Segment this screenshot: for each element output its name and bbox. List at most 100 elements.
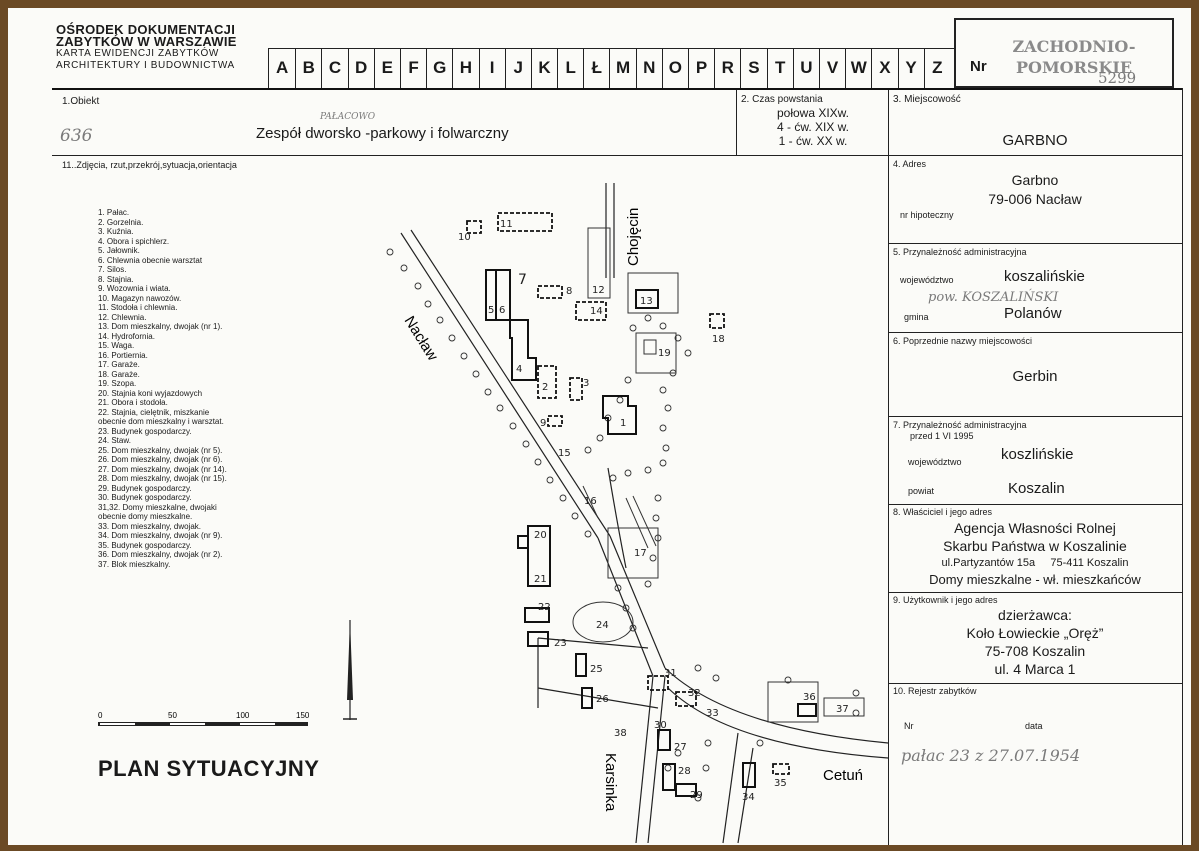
bldg-label-28: 28 — [678, 766, 691, 777]
register-nr-label: Nr — [904, 721, 914, 731]
user-line-1: dzierżawca: — [998, 607, 1072, 623]
owner-zip: 75-411 Koszalin — [1050, 557, 1129, 569]
bldg-label-21: 21 — [534, 574, 547, 585]
site-plan-map: Chojęcin Nacław Karsinka Cetuń 1 2 3 4 5… — [386, 183, 888, 844]
index-letter: F — [399, 48, 426, 88]
legend-item: 15. Waga. — [98, 341, 135, 350]
index-letter: N — [635, 48, 662, 88]
register-date-label: data — [1025, 721, 1043, 731]
index-letter: L — [557, 48, 583, 88]
register-hand-entry: pałac 23 z 27.07.1954 — [901, 746, 1081, 765]
bldg-label-11: 11 — [500, 219, 513, 230]
bldg-label-3: 3 — [583, 378, 589, 389]
bldg-label-24: 24 — [596, 620, 609, 631]
index-letter: O — [661, 48, 688, 88]
admin-before-powiat-label: powiat — [908, 486, 935, 496]
user-line-2: Koło Łowieckie „Oręż” — [966, 625, 1104, 641]
admin-before-voivodeship-label: województwo — [908, 457, 962, 467]
bldg-label-29: 29 — [690, 790, 703, 801]
admin-before-sub: przed 1 VI 1995 — [910, 431, 974, 441]
organization-header: OŚRODEK DOKUMENTACJI ZABYTKÓW W WARSZAWI… — [56, 23, 266, 72]
gmina-value: Polanów — [1004, 305, 1062, 322]
bldg-label-2: 2 — [542, 382, 548, 393]
legend-item: 12. Chlewnia. — [98, 312, 147, 322]
previous-names-value: Gerbin — [1012, 368, 1058, 385]
object-hand-prefix: PAŁACOWO — [320, 112, 376, 122]
bldg-label-33: 33 — [706, 708, 719, 719]
index-letter: J — [504, 48, 531, 88]
region-stamp: ZACHODNIO- POMORSKIE — [1011, 36, 1137, 82]
scale-tick-0: 0 — [98, 711, 103, 720]
user-block: dzierżawca: Koło Łowieckie „Oręż” 75-708… — [888, 606, 1182, 678]
road-label-cetun: Cetuń — [823, 767, 863, 784]
bldg-label-26: 26 — [596, 694, 609, 705]
address-block: Garbno 79-006 Nacław — [888, 171, 1182, 209]
bldg-label-27: 27 — [674, 742, 687, 753]
register-label: 10. Rejestr zabytków — [893, 686, 977, 696]
user-label: 9. Użytkownik i jego adres — [893, 595, 998, 605]
bldg-label-18: 18 — [712, 334, 725, 345]
admin-before-label: 7. Przynależność administracyjna — [893, 420, 1027, 430]
bldg-label-38: 38 — [614, 728, 627, 739]
index-letter: G — [426, 48, 452, 88]
legend-item: 37. Blok mieszkalny. — [98, 559, 171, 569]
bldg-label-12: 12 — [592, 285, 605, 296]
period-line-3: 1 - ćw. XX w. — [778, 134, 848, 148]
legend-item: 30. Budynek gospodarczy. — [98, 493, 192, 502]
org-line-4: ARCHITEKTURY I BUDOWNICTWA — [56, 60, 235, 71]
stamp-line-2: POMORSKIE — [1015, 58, 1133, 77]
legend-item: 36. Dom mieszkalny, dwojak (nr 2). — [98, 550, 223, 559]
index-letter: S — [740, 48, 766, 88]
legend-item: 27. Dom mieszkalny, dwojak (nr 14). — [98, 464, 227, 474]
legend-item: 25. Dom mieszkalny, dwojak (nr 5). — [98, 445, 223, 455]
legend-item: obecnie dom mieszkalny i warsztat. — [98, 417, 224, 426]
owner-line-3: ul.Partyzantów 15a 75-411 Koszalin — [888, 555, 1182, 571]
bldg-label-14: 14 — [590, 306, 603, 317]
legend-item: 35. Budynek gospodarczy. — [98, 540, 192, 550]
road-label-chojecin: Chojęcin — [625, 208, 642, 266]
legend-item: 1. Pałac. — [98, 208, 130, 217]
legend-item: 11. Stodoła i chlewnia. — [98, 303, 178, 312]
legend-item: 20. Stajnia koni wyjazdowych — [98, 388, 203, 398]
nr-label: Nr — [970, 58, 987, 75]
photos-label: 11..Zdjęcia, rzut,przekrój,sytuacja,orie… — [62, 160, 237, 170]
gmina-label: gmina — [904, 312, 929, 322]
bldg-label-6: 6 — [499, 305, 505, 316]
index-letter: P — [688, 48, 714, 88]
legend-item: 31,32. Domy mieszkalne, dwojaki — [98, 502, 217, 512]
legend-item: 9. Wozownia i wiata. — [98, 284, 171, 293]
scale-tick-50: 50 — [168, 711, 177, 720]
index-letter: K — [530, 48, 557, 88]
legend-item: 5. Jałownik. — [98, 246, 140, 255]
owner-line-1: Agencja Własności Rolnej — [954, 520, 1116, 536]
scale-tick-100: 100 — [236, 711, 250, 720]
admin-label: 5. Przynależność administracyjna — [893, 247, 1027, 257]
powiat-hand: pow. KOSZALIŃSKI — [928, 290, 1059, 305]
index-letter: Z — [923, 48, 950, 88]
scale-bar: 0 50 100 150 — [98, 711, 310, 726]
bldg-label-17: 17 — [634, 548, 647, 559]
legend-item: 4. Obora i spichlerz. — [98, 236, 170, 246]
index-letter: Ł — [583, 48, 609, 88]
road-label-karsinka: Karsinka — [602, 753, 619, 812]
bldg-label-31: 31 — [664, 668, 677, 679]
legend-item: 17. Garaże. — [98, 360, 140, 369]
legend-item: 26. Dom mieszkalny, dwojak (nr 6). — [98, 455, 223, 464]
legend-item: 24. Staw. — [98, 436, 131, 445]
legend-item: 33. Dom mieszkalny, dwojak. — [98, 521, 201, 531]
org-line-2: ZABYTKÓW W WARSZAWIE — [56, 34, 237, 49]
locality-value: GARBNO — [1002, 132, 1068, 149]
org-line-3: KARTA EWIDENCJI ZABYTKÓW — [56, 48, 219, 59]
bldg-label-25: 25 — [590, 664, 603, 675]
voivodeship-label: województwo — [900, 275, 954, 285]
legend-item: 10. Magazyn nawozów. — [98, 293, 182, 303]
address-line-2: 79-006 Nacław — [988, 191, 1082, 207]
bldg-label-19: 19 — [658, 348, 671, 359]
index-letter: Y — [897, 48, 924, 88]
bldg-label-4: 4 — [516, 364, 522, 375]
legend-item: 3. Kuźnia. — [98, 227, 134, 236]
index-letter: A — [275, 58, 289, 77]
locality-label: 3. Miejscowość — [893, 94, 961, 105]
bldg-label-35: 35 — [774, 778, 787, 789]
